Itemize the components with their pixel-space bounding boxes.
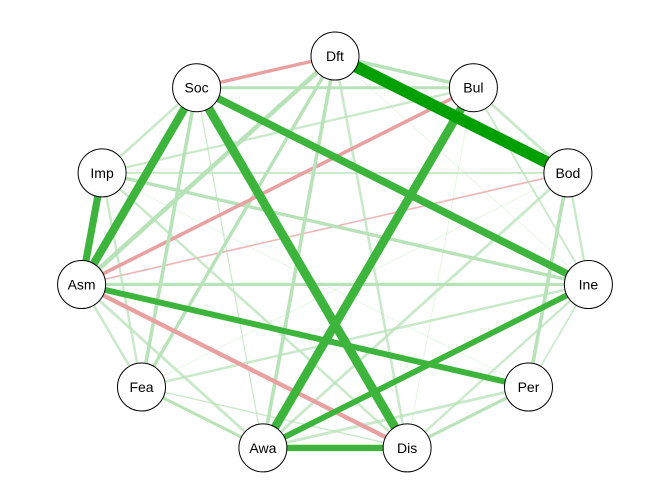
node-circle: [77, 148, 127, 198]
edge-soc-dis: [192, 85, 411, 451]
node-soc: Soc: [172, 63, 222, 113]
edge-asm-per: [80, 281, 530, 390]
edge-asm-dft: [80, 54, 337, 287]
edge-bod-per: [526, 172, 570, 388]
node-dft: Dft: [310, 31, 360, 81]
node-circle: [117, 362, 166, 412]
edge-dis-ine: [406, 283, 590, 449]
edge-soc-fea: [139, 87, 199, 388]
node-bul: Bul: [448, 63, 498, 113]
node-label: Bod: [555, 165, 580, 181]
edge-imp-fea: [100, 172, 143, 388]
edge-soc-asm: [78, 85, 201, 287]
node-circle: [57, 260, 107, 309]
node-circle: [382, 423, 432, 473]
node-label: Bul: [463, 80, 483, 96]
edge-soc-ine: [194, 84, 591, 288]
node-circle: [543, 148, 593, 198]
node-dis: Dis: [382, 423, 432, 473]
node-imp: Imp: [77, 148, 127, 198]
edge-asm-bod: [81, 172, 569, 286]
edge-fea-ine: [141, 283, 589, 389]
edge-dft-ine: [334, 55, 589, 285]
edge-bul-dis: [406, 87, 474, 448]
node-label: Dft: [326, 48, 344, 64]
edge-asm-bul: [80, 86, 475, 287]
edge-bul-awa: [259, 85, 478, 451]
node-label: Imp: [90, 165, 114, 181]
node-per: Per: [504, 362, 553, 412]
node-awa: Awa: [238, 423, 288, 473]
node-circle: [563, 260, 613, 309]
node-ine: Ine: [563, 260, 613, 309]
edge-dft-bod: [332, 50, 571, 179]
node-label: Awa: [249, 440, 276, 456]
edge-asm-dis: [80, 282, 409, 450]
node-asm: Asm: [57, 260, 107, 309]
edge-asm-awa: [80, 283, 264, 449]
node-label: Per: [518, 379, 540, 395]
node-label: Ine: [579, 277, 599, 293]
node-label: Asm: [68, 277, 96, 293]
node-label: Dis: [397, 440, 417, 456]
edge-layer: [78, 50, 591, 451]
edge-bul-ine: [472, 87, 590, 285]
edge-fea-dis: [141, 386, 408, 449]
node-fea: Fea: [117, 362, 166, 412]
node-circle: [172, 63, 222, 113]
node-circle: [504, 362, 553, 412]
edge-awa-per: [262, 385, 529, 450]
edge-imp-ine: [101, 171, 589, 287]
node-label: Fea: [129, 379, 153, 395]
node-bod: Bod: [543, 148, 593, 198]
node-circle: [310, 31, 360, 81]
node-circle: [448, 63, 498, 113]
node-label: Soc: [185, 80, 209, 96]
node-circle: [238, 423, 288, 473]
